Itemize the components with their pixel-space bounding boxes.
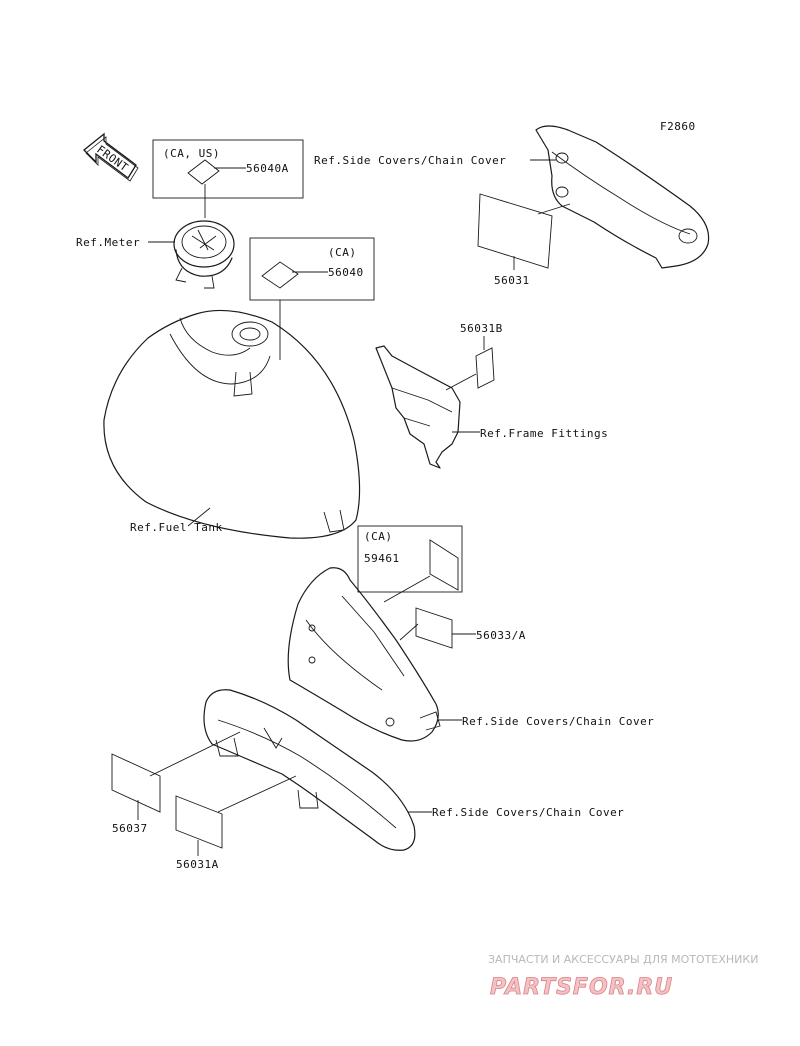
label-box-ca-us: (CA, US) 56040A — [152, 139, 304, 218]
part-56037: 56037 — [112, 822, 148, 835]
decal-56031a — [175, 795, 223, 849]
watermark-tagline: ЗАПЧАСТИ И АКСЕССУАРЫ ДЛЯ МОТОТЕХНИКИ — [488, 953, 758, 966]
part-56031: 56031 — [494, 274, 530, 287]
fuel-tank-part — [103, 309, 361, 539]
label-ref-frame-fittings: Ref.Frame Fittings — [480, 427, 608, 440]
part-56031b: 56031B — [460, 322, 503, 335]
front-arrow-icon: FRONT — [83, 132, 139, 182]
meter-part — [173, 220, 235, 289]
label-ref-meter: Ref.Meter — [76, 236, 140, 249]
label-box-ca-tank: (CA) 56040 — [249, 237, 375, 360]
decal-56031b — [475, 347, 495, 389]
label-box-ca-cover: (CA) 59461 — [357, 525, 463, 603]
part-56033a: 56033/A — [476, 629, 526, 642]
frame-fitting-part — [375, 345, 461, 469]
decal-56033a — [415, 607, 453, 649]
box-region-ca-cover: (CA) — [364, 530, 393, 543]
label-ref-fuel-tank: Ref.Fuel Tank — [130, 521, 223, 534]
box-region-ca-tank: (CA) — [328, 246, 357, 259]
watermark-brand: PARTSFOR.RU — [490, 975, 673, 1000]
label-ref-side-cover-top: Ref.Side Covers/Chain Cover — [314, 154, 506, 167]
decal-56037 — [111, 753, 161, 813]
middle-side-cover-part — [287, 567, 441, 742]
decal-56031 — [477, 193, 553, 269]
part-56031a: 56031A — [176, 858, 219, 871]
box-region-ca-us: (CA, US) — [163, 147, 220, 160]
upper-side-cover-part — [535, 125, 710, 269]
part-56040a: 56040A — [246, 162, 289, 175]
label-ref-side-cover-mid: Ref.Side Covers/Chain Cover — [462, 715, 654, 728]
lower-chain-cover-part — [203, 689, 416, 851]
label-ref-side-cover-low: Ref.Side Covers/Chain Cover — [432, 806, 624, 819]
part-56040: 56040 — [328, 266, 364, 279]
part-59461: 59461 — [364, 552, 400, 565]
figure-code: F2860 — [660, 120, 696, 133]
